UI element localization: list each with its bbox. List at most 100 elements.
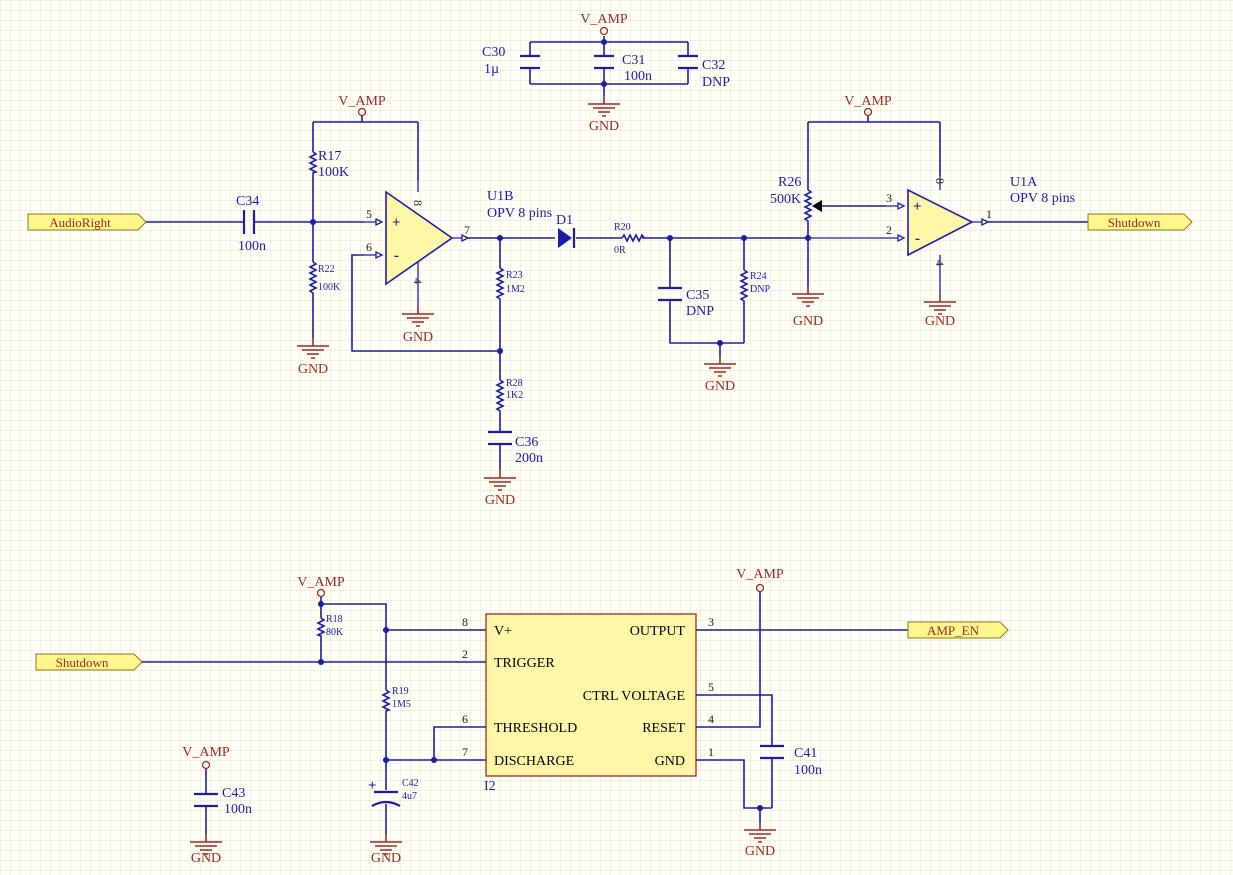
decoupling-group: V_AMP GND C30 1µ C31 100n C32 DNP xyxy=(482,12,730,134)
net-gnd-label: GND xyxy=(371,851,401,866)
net-gnd-label: GND xyxy=(403,330,433,345)
i2-pin-reset-label: RESET xyxy=(642,721,685,736)
c36-designator: C36 xyxy=(515,435,538,450)
r20-value: 0R xyxy=(614,245,626,256)
net-vamp-label: V_AMP xyxy=(297,575,345,590)
r18-designator: R18 xyxy=(326,614,343,625)
r19-designator: R19 xyxy=(392,686,409,697)
c32-symbol xyxy=(678,54,698,70)
c31-value: 100n xyxy=(624,69,652,84)
i2-timer-ic xyxy=(485,613,697,777)
shutdown-input-port[interactable] xyxy=(35,653,143,671)
c34-designator: C34 xyxy=(236,194,259,209)
c31-designator: C31 xyxy=(622,53,645,68)
u1a-pin3: 3 xyxy=(886,191,892,205)
r17-value: 100K xyxy=(318,165,349,180)
i2-pin-ctrl-label: CTRL VOLTAGE xyxy=(583,689,685,704)
r28-symbol xyxy=(495,379,505,412)
audioright-port[interactable] xyxy=(27,213,147,231)
c42-value: 4u7 xyxy=(402,791,417,802)
c43-symbol xyxy=(194,792,218,808)
i2-pin-threshold-label: THRESHOLD xyxy=(494,721,577,736)
r22-value: 100K xyxy=(318,282,341,293)
u1a-pin2: 2 xyxy=(886,223,892,237)
vamp-power-port xyxy=(357,107,367,117)
vamp-power-port xyxy=(863,107,873,117)
c43-value: 100n xyxy=(224,802,252,817)
u1b-pin4: 4 xyxy=(411,278,425,284)
vamp-power-port xyxy=(599,26,609,36)
u1a-value: OPV 8 pins xyxy=(1010,191,1075,206)
vamp-power-port xyxy=(755,583,765,593)
u1b-value: OPV 8 pins xyxy=(487,206,552,221)
i2-pin7: 7 xyxy=(462,745,468,759)
net-gnd-label: GND xyxy=(589,119,619,134)
c32-designator: C32 xyxy=(702,58,725,73)
amp-en-port[interactable] xyxy=(907,621,1009,639)
u1a-pin4: 4 xyxy=(933,260,947,266)
i2-pin-output-label: OUTPUT xyxy=(630,624,686,639)
c36-symbol xyxy=(488,430,512,446)
i2-pin-gnd-label: GND xyxy=(655,754,685,769)
net-gnd-label: GND xyxy=(191,851,221,866)
i2-pin1: 1 xyxy=(708,745,714,759)
i2-pin2: 2 xyxy=(462,647,468,661)
shutdown-input-port-label: Shutdown xyxy=(56,655,109,670)
c41-value: 100n xyxy=(794,763,822,778)
u1a-pin1: 1 xyxy=(986,207,992,221)
comparator-stage: V_AMP R26 500K GND + - 3 2 1 8 4 U1A OPV… xyxy=(770,94,1193,329)
u1b-pin8: 8 xyxy=(411,200,425,206)
input-stage: AudioRight C34 100n V_AMP R17 100K R22 1… xyxy=(27,94,555,508)
rectifier-filter: D1 R20 0R C35 DNP R24 DNP GND xyxy=(556,213,808,394)
r26-potentiometer xyxy=(803,189,813,224)
r20-symbol xyxy=(621,233,645,243)
u1a-opamp xyxy=(907,188,974,257)
r24-symbol xyxy=(739,269,749,306)
r24-designator: R24 xyxy=(750,271,767,282)
r22-designator: R22 xyxy=(318,264,335,275)
c41-designator: C41 xyxy=(794,746,817,761)
i2-pin5: 5 xyxy=(708,680,714,694)
c35-value: DNP xyxy=(686,304,714,319)
i2-pin-trigger-label: TRIGGER xyxy=(494,656,555,671)
net-gnd-label: GND xyxy=(793,314,823,329)
amp-en-port-label: AMP_EN xyxy=(927,623,980,638)
i2-pin4: 4 xyxy=(708,712,714,726)
net-vamp-label: V_AMP xyxy=(736,567,784,582)
pin-arrows xyxy=(375,217,470,260)
i2-pin3: 3 xyxy=(708,615,714,629)
net-vamp-label: V_AMP xyxy=(844,94,892,109)
c42-plus-sign: + xyxy=(368,778,377,794)
d1-symbol xyxy=(558,228,572,248)
vamp-power-port xyxy=(201,760,211,770)
audioright-port-label: AudioRight xyxy=(49,215,111,230)
c34-value: 100n xyxy=(238,239,266,254)
r17-designator: R17 xyxy=(318,149,341,164)
c30-symbol xyxy=(520,54,540,70)
i2-pin6: 6 xyxy=(462,712,468,726)
u1a-designator: U1A xyxy=(1010,175,1038,190)
shutdown-output-port[interactable] xyxy=(1087,213,1193,231)
r19-symbol xyxy=(381,689,392,714)
r22-symbol xyxy=(308,261,318,296)
u1b-plus-sign: + xyxy=(392,215,401,231)
d1-designator: D1 xyxy=(556,213,573,228)
u1b-pin7: 7 xyxy=(464,223,470,237)
u1b-designator: U1B xyxy=(487,189,513,204)
net-vamp-label: V_AMP xyxy=(182,745,230,760)
r19-value: 1M5 xyxy=(392,699,411,710)
net-gnd-label: GND xyxy=(705,379,735,394)
u1a-plus-sign: + xyxy=(913,199,922,215)
c34-symbol xyxy=(242,210,256,234)
u1a-minus-sign: - xyxy=(915,231,920,247)
r24-value: DNP xyxy=(750,284,770,295)
r23-symbol xyxy=(495,267,505,300)
c30-designator: C30 xyxy=(482,45,505,60)
net-vamp-label: V_AMP xyxy=(338,94,386,109)
shutdown-output-port-label: Shutdown xyxy=(1108,215,1161,230)
u1b-minus-sign: - xyxy=(394,248,399,264)
r18-value: 80K xyxy=(326,627,344,638)
r23-designator: R23 xyxy=(506,270,523,281)
r28-designator: R28 xyxy=(506,378,523,389)
